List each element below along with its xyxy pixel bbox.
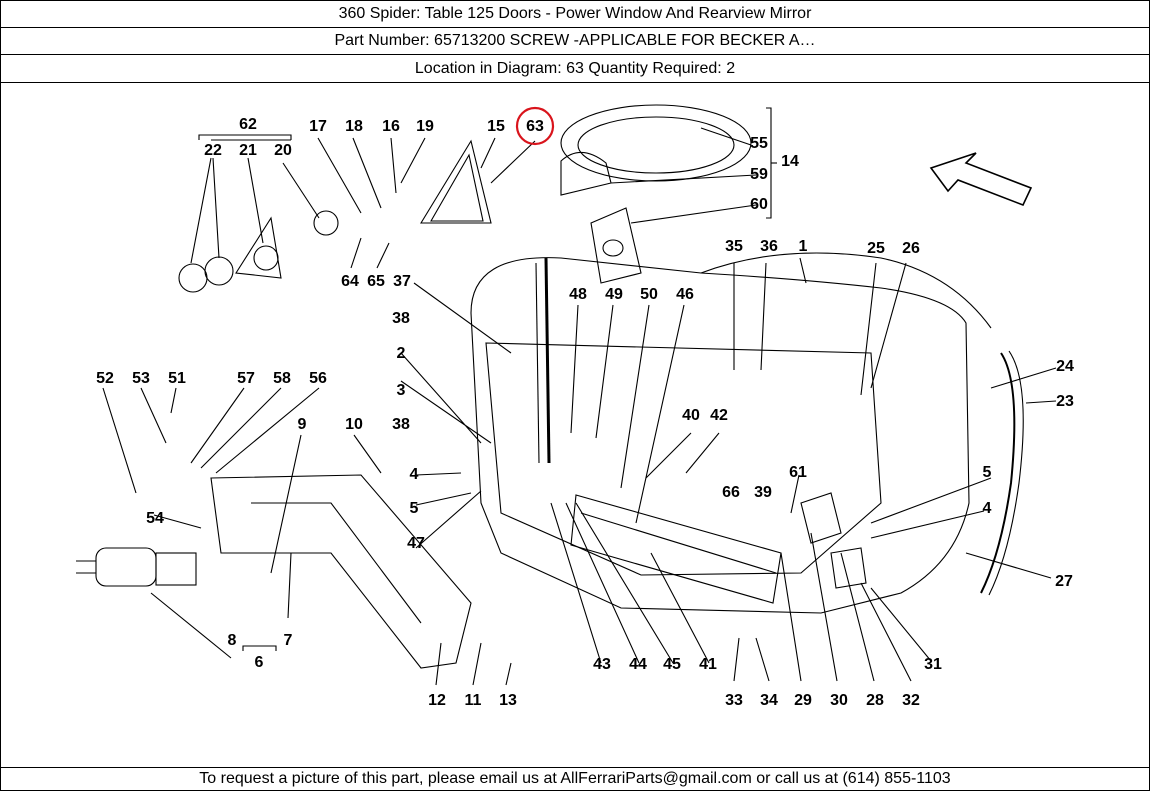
callout-5b[interactable]: 5 <box>983 464 992 481</box>
callout-40[interactable]: 40 <box>682 407 700 424</box>
callout-19[interactable]: 19 <box>416 118 434 135</box>
callout-38[interactable]: 38 <box>392 310 410 327</box>
callout-28[interactable]: 28 <box>866 692 884 709</box>
diagram-title: 360 Spider: Table 125 Doors - Power Wind… <box>1 1 1149 28</box>
callout-labels: 62 22 21 20 17 18 16 19 15 63 55 14 59 6… <box>96 116 1074 709</box>
callout-38b[interactable]: 38 <box>392 416 410 433</box>
callout-41[interactable]: 41 <box>699 656 717 673</box>
callout-34[interactable]: 34 <box>760 692 778 709</box>
highlight-circle-63 <box>515 106 555 146</box>
callout-25[interactable]: 25 <box>867 240 885 257</box>
callout-11[interactable]: 11 <box>465 692 482 709</box>
callout-47[interactable]: 47 <box>407 535 425 552</box>
location-quantity: Location in Diagram: 63 Quantity Require… <box>1 55 1149 83</box>
callout-63[interactable]: 63 <box>526 118 544 135</box>
callout-4b[interactable]: 4 <box>983 500 992 517</box>
callout-62[interactable]: 62 <box>239 116 257 133</box>
callout-50[interactable]: 50 <box>640 286 658 303</box>
callout-26[interactable]: 26 <box>902 240 920 257</box>
callout-12[interactable]: 12 <box>428 692 446 709</box>
callout-33[interactable]: 33 <box>725 692 743 709</box>
callout-43[interactable]: 43 <box>593 656 611 673</box>
callout-36[interactable]: 36 <box>760 238 778 255</box>
callout-7[interactable]: 7 <box>284 632 293 649</box>
callout-58[interactable]: 58 <box>273 370 291 387</box>
callout-57[interactable]: 57 <box>237 370 255 387</box>
callout-49[interactable]: 49 <box>605 286 623 303</box>
callout-24[interactable]: 24 <box>1056 358 1074 375</box>
callout-16[interactable]: 16 <box>382 118 400 135</box>
callout-59[interactable]: 59 <box>750 166 768 183</box>
contact-footer: To request a picture of this part, pleas… <box>199 770 951 787</box>
callout-48[interactable]: 48 <box>569 286 587 303</box>
callout-56[interactable]: 56 <box>309 370 327 387</box>
callout-29[interactable]: 29 <box>794 692 812 709</box>
parts-diagram: 62 22 21 20 17 18 16 19 15 63 55 14 59 6… <box>1 83 1149 768</box>
callout-2[interactable]: 2 <box>397 345 406 362</box>
callout-55[interactable]: 55 <box>750 135 768 152</box>
callout-21[interactable]: 21 <box>239 142 257 159</box>
callout-6[interactable]: 6 <box>255 654 264 671</box>
callout-10[interactable]: 10 <box>345 416 363 433</box>
callout-27[interactable]: 27 <box>1055 573 1073 590</box>
callout-39[interactable]: 39 <box>754 484 772 501</box>
callout-13[interactable]: 13 <box>499 692 517 709</box>
callout-61[interactable]: 61 <box>789 464 807 481</box>
callout-45[interactable]: 45 <box>663 656 681 673</box>
callout-65[interactable]: 65 <box>367 273 385 290</box>
callout-64[interactable]: 64 <box>341 273 359 290</box>
callout-18[interactable]: 18 <box>345 118 363 135</box>
callout-14[interactable]: 14 <box>781 153 799 170</box>
callout-46[interactable]: 46 <box>676 286 694 303</box>
callout-52[interactable]: 52 <box>96 370 114 387</box>
callout-37[interactable]: 37 <box>393 273 411 290</box>
drawing-lines <box>76 104 1057 686</box>
callout-9[interactable]: 9 <box>298 416 307 433</box>
callout-1[interactable]: 1 <box>799 238 808 255</box>
callout-60[interactable]: 60 <box>750 196 768 213</box>
part-number: Part Number: 65713200 SCREW -APPLICABLE … <box>1 28 1149 55</box>
callout-32[interactable]: 32 <box>902 692 920 709</box>
callout-23[interactable]: 23 <box>1056 393 1074 410</box>
callout-4[interactable]: 4 <box>410 466 419 483</box>
callout-20[interactable]: 20 <box>274 142 292 159</box>
callout-44[interactable]: 44 <box>629 656 647 673</box>
callout-53[interactable]: 53 <box>132 370 150 387</box>
callout-31[interactable]: 31 <box>924 656 942 673</box>
callout-17[interactable]: 17 <box>309 118 327 135</box>
callout-51[interactable]: 51 <box>168 370 186 387</box>
exploded-view-drawing: 62 22 21 20 17 18 16 19 15 63 55 14 59 6… <box>76 104 1074 709</box>
callout-5[interactable]: 5 <box>410 500 419 517</box>
callout-54[interactable]: 54 <box>146 510 164 527</box>
callout-30[interactable]: 30 <box>830 692 848 709</box>
callout-8[interactable]: 8 <box>228 632 237 649</box>
callout-3[interactable]: 3 <box>397 382 406 399</box>
callout-35[interactable]: 35 <box>725 238 743 255</box>
callout-22[interactable]: 22 <box>204 142 222 159</box>
callout-15[interactable]: 15 <box>487 118 505 135</box>
callout-66[interactable]: 66 <box>722 484 740 501</box>
callout-42[interactable]: 42 <box>710 407 728 424</box>
